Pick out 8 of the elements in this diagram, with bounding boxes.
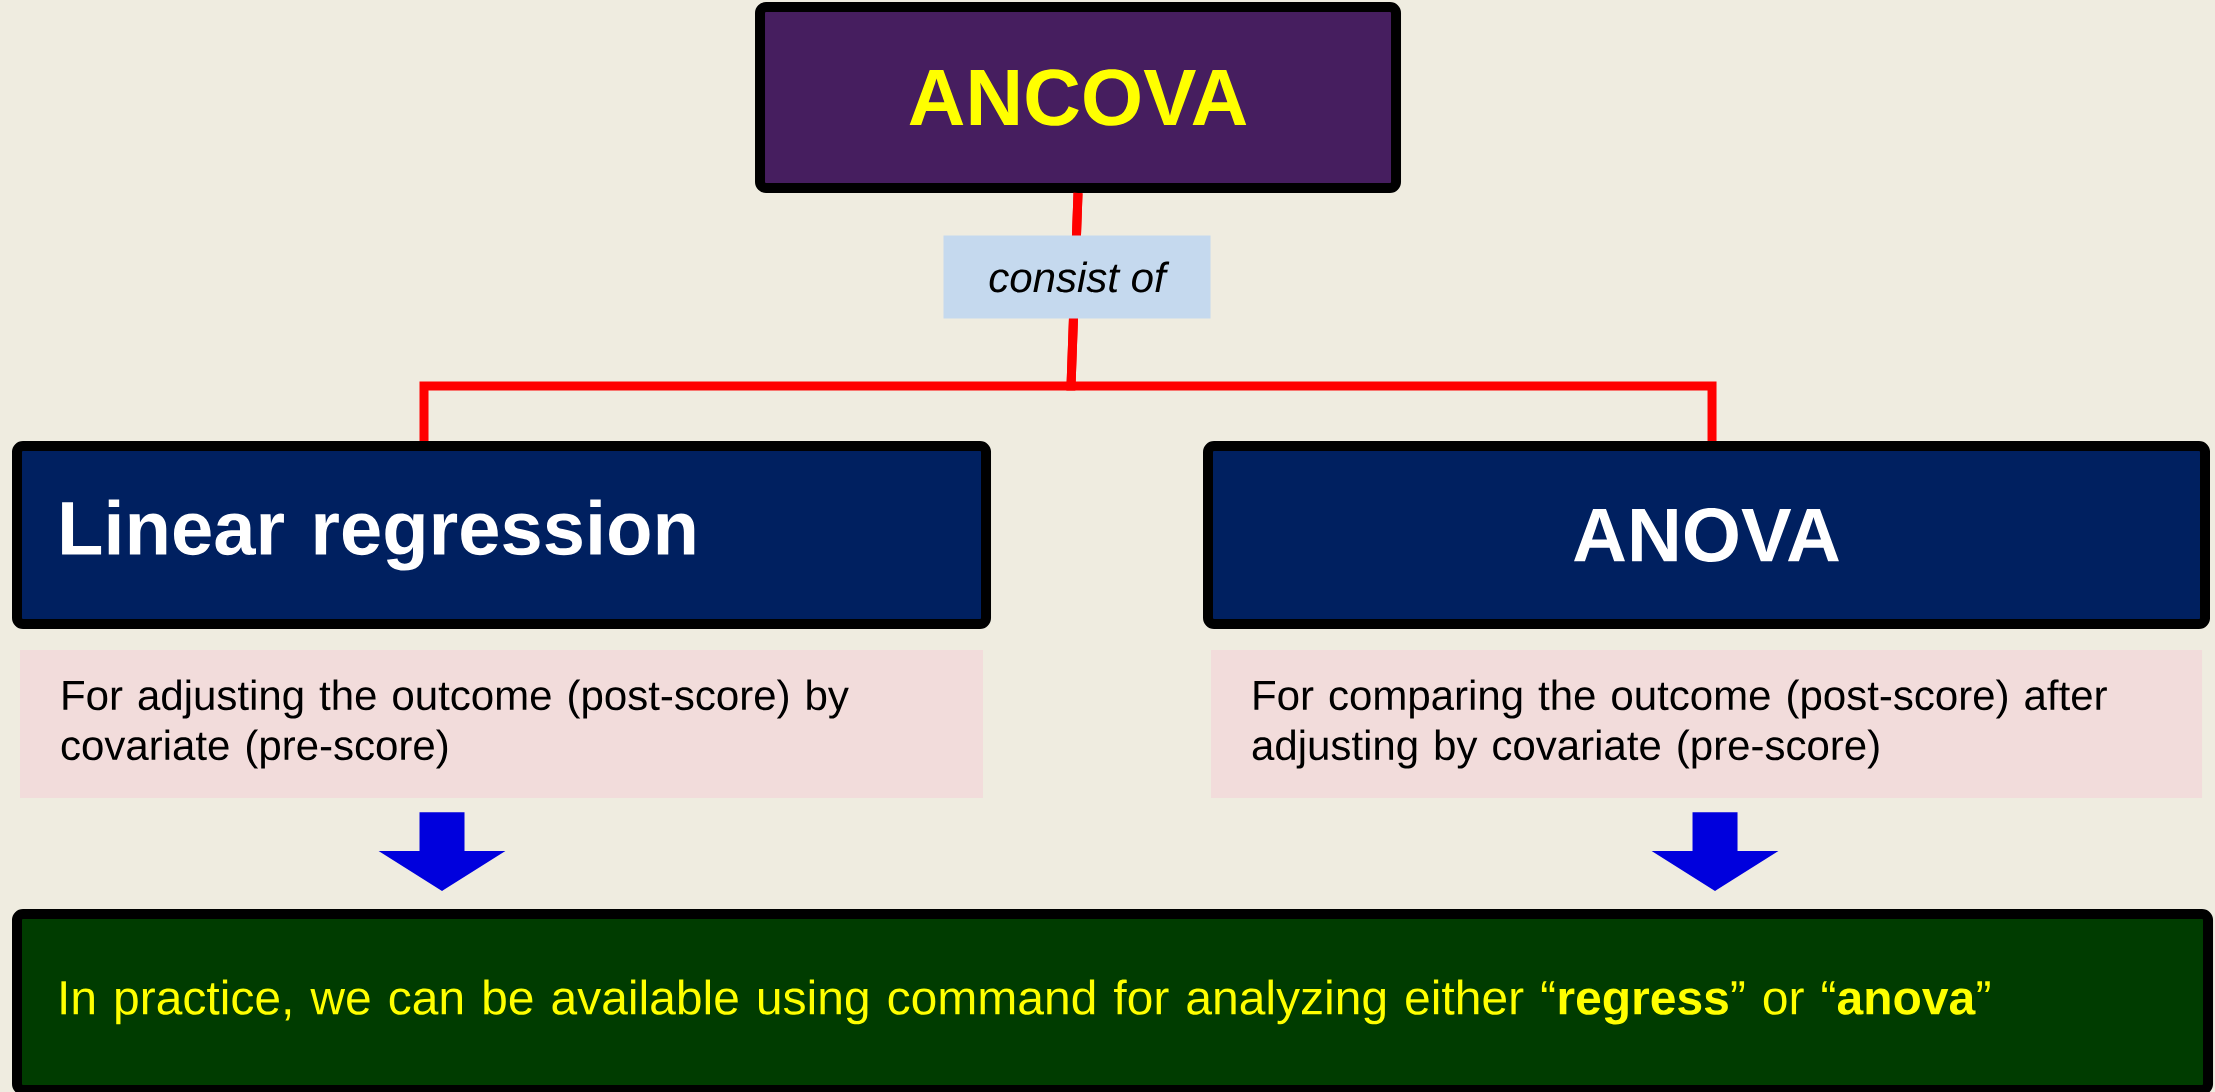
connector-line [1066, 192, 1717, 441]
method-box: Linear regression [12, 441, 991, 629]
description-box: For adjusting the outcome (post-score) by covariate (pre-score) [20, 650, 983, 798]
description-box: For comparing the outcome (post-score) after adjusting by covariate (pre-score) [1211, 650, 2203, 798]
edge-label: consist of [943, 235, 1211, 319]
method-box: ANOVA [1203, 441, 2211, 629]
title-box: ANCOVA [755, 2, 1401, 193]
note-box: In practice, we can be available using command for analyzing either “regress” or “anova” [12, 909, 2214, 1092]
